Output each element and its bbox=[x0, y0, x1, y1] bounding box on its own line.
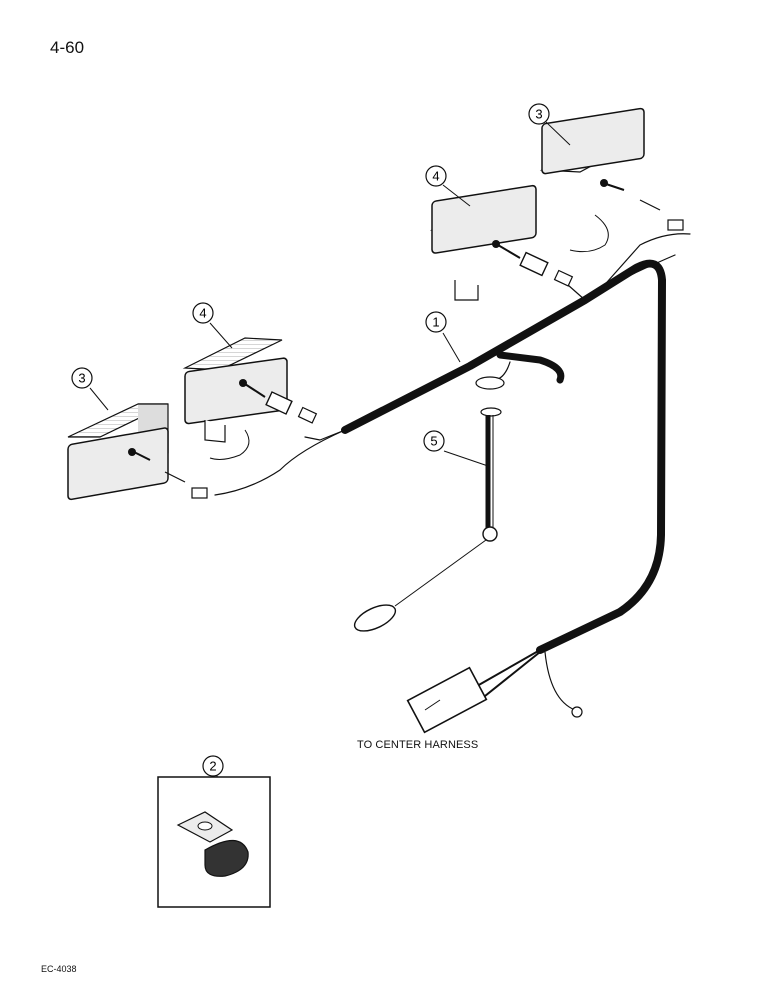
callout-1: 1 bbox=[425, 311, 447, 333]
lamp-left-outer bbox=[67, 403, 208, 501]
callout-2: 2 bbox=[202, 755, 224, 777]
callout-3-right-number: 3 bbox=[535, 107, 542, 122]
callout-4-left-number: 4 bbox=[199, 306, 206, 321]
callout-4-left: 4 bbox=[192, 302, 214, 324]
callout-1-number: 1 bbox=[432, 315, 439, 330]
lamp-right-outer bbox=[539, 107, 684, 253]
callout-3-left-number: 3 bbox=[78, 371, 85, 386]
callout-2-number: 2 bbox=[209, 759, 216, 774]
to-center-harness-note: TO CENTER HARNESS bbox=[357, 739, 479, 751]
callout-3-left: 3 bbox=[71, 367, 93, 389]
lamp-right-inner bbox=[429, 184, 574, 301]
page-number: 4-60 bbox=[50, 38, 85, 57]
clip-inset bbox=[157, 776, 271, 908]
leader-lines bbox=[89, 121, 571, 777]
callout-4-right-number: 4 bbox=[432, 169, 439, 184]
main-harness bbox=[214, 233, 691, 654]
center-harness-connector bbox=[406, 649, 583, 734]
callout-3-right: 3 bbox=[528, 103, 550, 125]
callout-4-right: 4 bbox=[425, 165, 447, 187]
callout-5-number: 5 bbox=[430, 434, 437, 449]
drawing-code: EC-4038 bbox=[41, 964, 77, 974]
lamp-left-inner bbox=[182, 337, 318, 460]
callout-5: 5 bbox=[423, 430, 445, 452]
fuel-level-sender bbox=[353, 376, 505, 632]
